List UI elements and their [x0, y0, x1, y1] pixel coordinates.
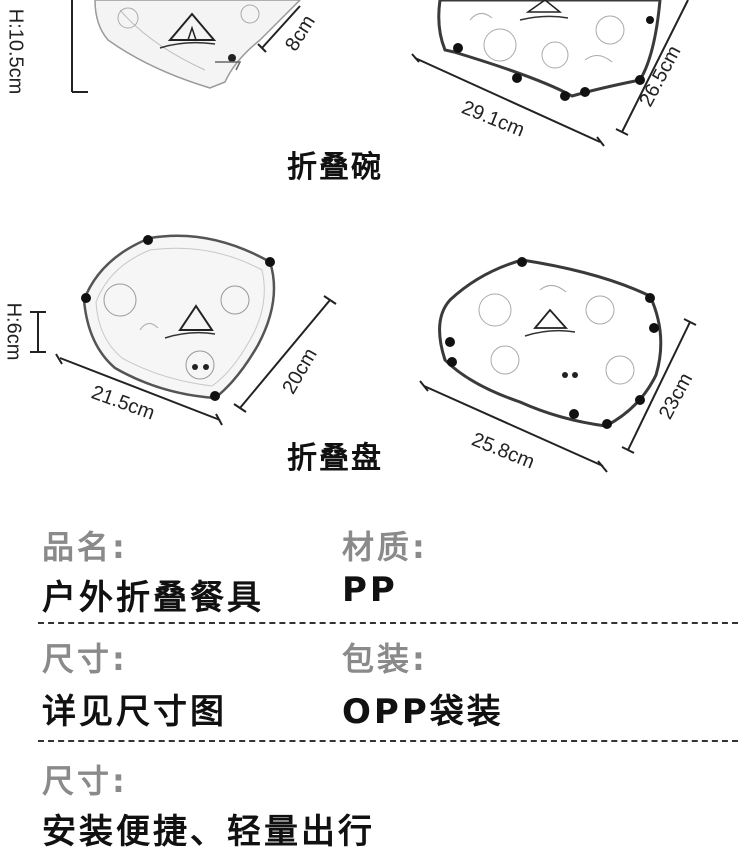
bowl-width-dimension-line [411, 53, 605, 147]
package-value: OPP袋装 [342, 692, 504, 732]
plate-open-width-dimension-line [419, 380, 608, 473]
product-name-label: 品名: [42, 528, 128, 566]
material-label: 材质: [342, 528, 428, 566]
plate-height-label: H:6cm [2, 302, 25, 361]
feature-value: 安装便捷、轻量出行 [42, 812, 375, 852]
bowl-height-label: H:10.5cm [4, 8, 27, 95]
package-label: 包装: [342, 640, 428, 678]
plate-height-dimension-line [30, 311, 46, 353]
plate-caption: 折叠盘 [287, 441, 383, 476]
bowl-length-dimension-line [615, 0, 689, 136]
bowl-height-dimension-line [71, 0, 88, 93]
material-value: PP [342, 570, 398, 610]
size-label: 尺寸: [42, 640, 128, 678]
plate-width-dimension-line [55, 353, 223, 426]
folded-plate-image [81, 234, 276, 401]
folded-bowl-image [94, 0, 302, 89]
divider-1 [38, 622, 738, 624]
divider-2 [38, 740, 738, 742]
open-plate-image [438, 257, 663, 429]
product-name-value: 户外折叠餐具 [42, 578, 264, 618]
size-value: 详见尺寸图 [42, 692, 227, 732]
plate-depth-dimension-line [233, 295, 337, 413]
bowl-depth-dimension-line [257, 5, 301, 53]
plate-open-length-dimension-line [621, 318, 697, 454]
open-bowl-image [437, 0, 662, 101]
feature-label: 尺寸: [42, 762, 128, 800]
bowl-caption: 折叠碗 [287, 150, 383, 185]
